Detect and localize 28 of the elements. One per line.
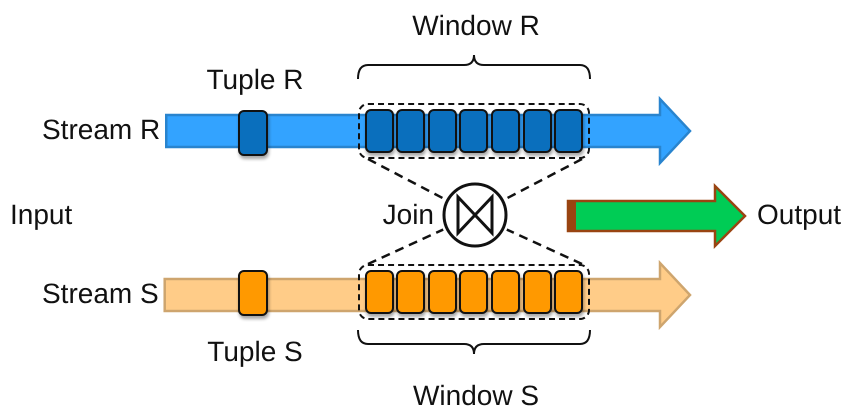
- text-label: Stream S: [42, 280, 159, 308]
- tuple-box: [459, 108, 488, 152]
- tuple-box: [396, 270, 426, 314]
- dashed-line: [506, 228, 583, 266]
- tuple-box: [396, 108, 426, 152]
- tuple-box: [459, 270, 488, 314]
- join-label: Join: [382, 201, 434, 229]
- tuple-box: [522, 270, 552, 314]
- text-label: Stream R: [42, 116, 160, 144]
- tuple-heading: Tuple S: [206, 338, 304, 366]
- tuple-box: [522, 108, 552, 152]
- tuple-box: [490, 270, 520, 314]
- tuple-box: [554, 108, 584, 152]
- tuple-box: [364, 108, 394, 152]
- text-label: Output: [757, 201, 842, 229]
- dashed-line: [367, 158, 445, 200]
- tuple-box: [428, 270, 457, 314]
- tuple-box: [554, 270, 584, 314]
- tuple-box: [428, 108, 457, 152]
- tuple-box: [490, 108, 520, 152]
- input-label: Input: [10, 201, 72, 229]
- tuple-heading: Tuple R: [205, 66, 304, 94]
- window-heading: Window S: [412, 382, 540, 410]
- window-heading: Window R: [411, 12, 541, 40]
- block-arrow: [566, 182, 747, 250]
- tuple-box: [364, 270, 394, 314]
- dashed-line: [505, 158, 583, 200]
- dashed-line: [367, 228, 444, 266]
